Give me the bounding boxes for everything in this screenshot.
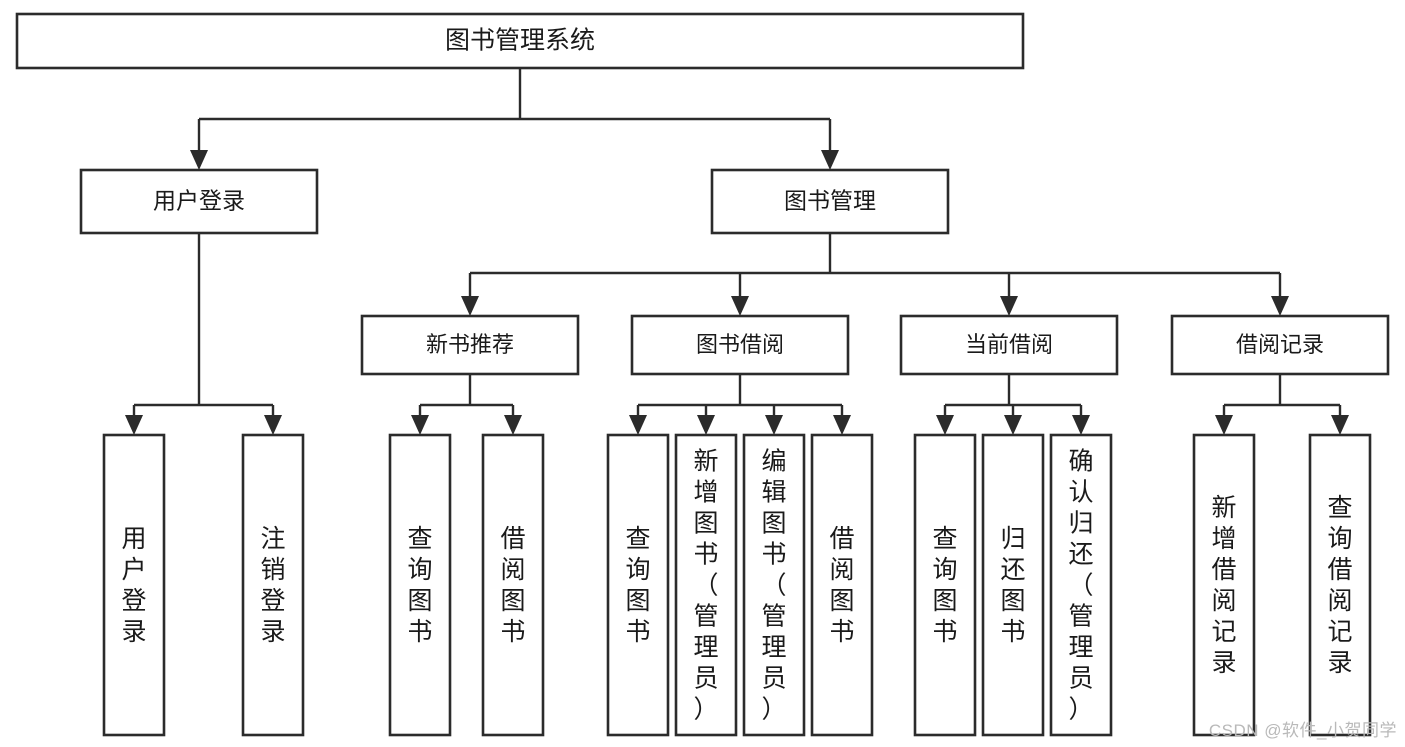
arrow-head [1215, 415, 1233, 435]
node-box [102, 433, 166, 737]
arrow-head [264, 415, 282, 435]
node-box [15, 12, 1025, 70]
leaf-node-7[interactable]: 借阅图书 [810, 433, 874, 737]
leaf-node-10[interactable]: 确认归还（管理员） [1049, 433, 1113, 737]
leaf-node-6[interactable]: 编辑图书（管理员） [742, 433, 806, 737]
node-box [1308, 433, 1372, 737]
node-label: 当前借阅 [965, 332, 1053, 357]
arrow-head [411, 415, 429, 435]
node-box [913, 433, 977, 737]
node-box [79, 168, 319, 235]
node-label-vertical: 编辑图书（管理员） [761, 448, 786, 724]
arrow-head [1072, 415, 1090, 435]
root-node[interactable]: 图书管理系统 [15, 12, 1025, 70]
node-box [360, 314, 580, 376]
node-label-vertical: 确认归还（管理员） [1068, 448, 1093, 724]
leaf-node-11[interactable]: 新增借阅记录 [1192, 433, 1256, 737]
arrow-head [1000, 296, 1018, 316]
node-label-vertical: 归还图书 [1000, 525, 1025, 646]
leaf-node-8[interactable]: 查询图书 [913, 433, 977, 737]
leaf-node-0[interactable]: 用户登录 [102, 433, 166, 737]
arrow-head [504, 415, 522, 435]
arrow-head [1004, 415, 1022, 435]
level2-node-1[interactable]: 图书借阅 [630, 314, 850, 376]
node-label-vertical: 查询图书 [932, 525, 957, 646]
node-box [1192, 433, 1256, 737]
arrow-head [125, 415, 143, 435]
node-box [388, 433, 452, 737]
node-label-vertical: 借阅图书 [829, 525, 854, 646]
arrow-head [697, 415, 715, 435]
leaf-node-5[interactable]: 新增图书（管理员） [674, 433, 738, 737]
arrow-head [936, 415, 954, 435]
arrow-head [821, 150, 839, 170]
level2-node-2[interactable]: 当前借阅 [899, 314, 1119, 376]
node-box [241, 433, 305, 737]
arrow-head [731, 296, 749, 316]
arrow-head [629, 415, 647, 435]
connector-layer [125, 68, 1349, 435]
node-box [606, 433, 670, 737]
node-layer: 图书管理系统用户登录图书管理新书推荐图书借阅当前借阅借阅记录用户登录注销登录查询… [15, 12, 1390, 737]
level1-node-0[interactable]: 用户登录 [79, 168, 319, 235]
arrow-head [765, 415, 783, 435]
node-label-vertical: 用户登录 [121, 525, 146, 646]
leaf-node-4[interactable]: 查询图书 [606, 433, 670, 737]
arrow-head [461, 296, 479, 316]
leaf-node-12[interactable]: 查询借阅记录 [1308, 433, 1372, 737]
node-label: 新书推荐 [426, 332, 514, 357]
node-box [742, 433, 806, 737]
node-label-vertical: 注销登录 [260, 525, 285, 646]
node-label-vertical: 新增借阅记录 [1211, 494, 1236, 677]
level2-node-0[interactable]: 新书推荐 [360, 314, 580, 376]
node-box [481, 433, 545, 737]
node-box [710, 168, 950, 235]
arrow-head [1271, 296, 1289, 316]
node-box [899, 314, 1119, 376]
level2-node-3[interactable]: 借阅记录 [1170, 314, 1390, 376]
node-label: 图书管理系统 [445, 27, 595, 55]
node-box [674, 433, 738, 737]
node-label-vertical: 新增图书（管理员） [693, 448, 718, 724]
node-label-vertical: 查询图书 [625, 525, 650, 646]
node-box [630, 314, 850, 376]
leaf-node-3[interactable]: 借阅图书 [481, 433, 545, 737]
node-label: 用户登录 [153, 188, 245, 214]
node-box [981, 433, 1045, 737]
node-label-vertical: 查询图书 [407, 525, 432, 646]
node-label-vertical: 查询借阅记录 [1327, 494, 1352, 677]
arrow-head [190, 150, 208, 170]
arrow-head [1331, 415, 1349, 435]
node-box [1170, 314, 1390, 376]
node-label: 借阅记录 [1236, 332, 1324, 357]
node-box [1049, 433, 1113, 737]
leaf-node-9[interactable]: 归还图书 [981, 433, 1045, 737]
node-label-vertical: 借阅图书 [500, 525, 525, 646]
arrow-head [833, 415, 851, 435]
leaf-node-2[interactable]: 查询图书 [388, 433, 452, 737]
node-box [810, 433, 874, 737]
level1-node-1[interactable]: 图书管理 [710, 168, 950, 235]
node-label: 图书借阅 [696, 332, 784, 357]
node-label: 图书管理 [784, 188, 876, 214]
leaf-node-1[interactable]: 注销登录 [241, 433, 305, 737]
